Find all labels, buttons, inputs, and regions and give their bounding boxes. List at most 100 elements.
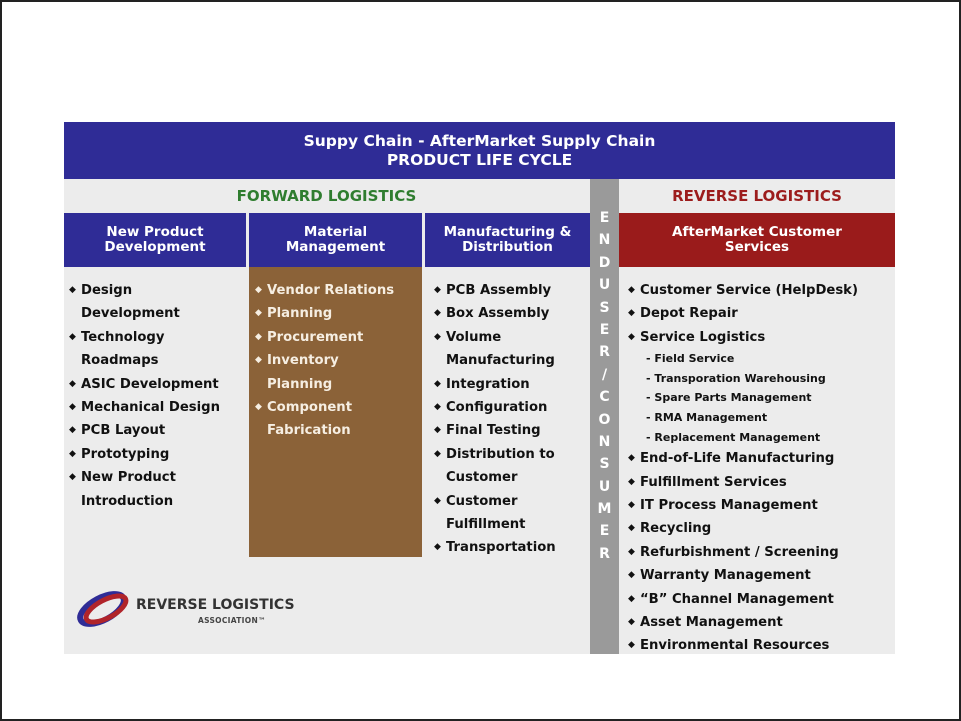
list-item-text: Procurement bbox=[267, 329, 364, 345]
list-item-text: Prototyping bbox=[81, 446, 170, 462]
list-item-text: Service Logistics bbox=[640, 329, 766, 345]
bullet-icon: ◆ bbox=[434, 308, 441, 319]
list-item-text: - Field Service bbox=[646, 352, 735, 366]
list-item: ◆ Vendor Relations bbox=[253, 279, 421, 302]
list-item-text: “B” Channel Management bbox=[640, 591, 834, 607]
bullet-icon: ◆ bbox=[69, 331, 76, 342]
list-item-text: - Spare Parts Management bbox=[646, 391, 812, 405]
bullet-icon: ◆ bbox=[255, 331, 262, 342]
end-user-letter: R bbox=[599, 344, 610, 361]
bullet-icon: ◆ bbox=[434, 285, 441, 295]
bullet-icon: ◆ bbox=[628, 308, 635, 319]
list-item: ◆Service Logistics bbox=[626, 326, 894, 349]
end-user-letter: U bbox=[598, 277, 611, 294]
bullet-icon: ◆ bbox=[69, 448, 76, 459]
bullet-icon: ◆ bbox=[628, 593, 635, 604]
end-user-letter: S bbox=[599, 456, 610, 473]
material-management-panel bbox=[249, 267, 422, 557]
list-sub-item: - Replacement Management bbox=[626, 428, 894, 448]
logo-swoosh-icon bbox=[77, 591, 129, 627]
list-item: Fabrication bbox=[253, 419, 421, 442]
diagram-title-line2: PRODUCT LIFE CYCLE bbox=[386, 150, 573, 169]
list-item: ◆ Technology bbox=[67, 326, 247, 349]
end-user-letter: N bbox=[598, 232, 611, 249]
logo-subtitle: ASSOCIATION™ bbox=[198, 616, 266, 625]
list-item: ◆ Final Testing bbox=[432, 419, 590, 442]
end-user-letters: E N D U S E R / C O N S U M E R bbox=[590, 207, 619, 565]
bullet-icon: ◆ bbox=[628, 617, 635, 628]
bullet-icon: ◆ bbox=[255, 285, 262, 295]
bullet-icon: ◆ bbox=[628, 500, 635, 510]
end-user-letter: E bbox=[599, 523, 610, 540]
bullet-icon: ◆ bbox=[434, 448, 441, 459]
bullet-icon: ◆ bbox=[255, 402, 262, 413]
column-header-line: Development bbox=[104, 239, 206, 255]
list-item-text: ASIC Development bbox=[81, 376, 219, 392]
list-sub-item: - Spare Parts Management bbox=[626, 388, 894, 408]
list-item: ◆ Customer Service (HelpDesk) bbox=[626, 279, 894, 302]
list-item-text: Roadmaps bbox=[81, 353, 159, 369]
list-item: ◆Inventory bbox=[253, 349, 421, 372]
list-item-text: Customer bbox=[446, 470, 518, 486]
list-item-text: Final Testing bbox=[446, 423, 541, 439]
column-header-new-product-development: New Product Development bbox=[64, 213, 246, 267]
column-header-line: Management bbox=[285, 239, 386, 255]
list-item-text: Customer Service (HelpDesk) bbox=[640, 283, 858, 298]
list-item-text: Fulfillment bbox=[446, 517, 526, 533]
column-header-aftermarket-customer-services: AfterMarket Customer Services bbox=[619, 213, 895, 267]
list-item: ◆ Prototyping bbox=[67, 443, 247, 466]
bullet-icon: ◆ bbox=[434, 378, 441, 389]
bullet-icon: ◆ bbox=[628, 523, 635, 534]
list-item-text: Mechanical Design bbox=[81, 400, 220, 416]
list-sub-item: - Field Service bbox=[626, 349, 894, 369]
list-item: ◆ PCB Assembly bbox=[432, 279, 590, 302]
column-header-line: Material bbox=[303, 224, 368, 240]
list-item-text: Transportation bbox=[446, 540, 556, 556]
end-user-letter: C bbox=[599, 389, 610, 406]
end-user-letter: E bbox=[599, 321, 610, 338]
bullet-icon: ◆ bbox=[628, 546, 635, 557]
bullet-icon: ◆ bbox=[69, 378, 76, 389]
list-item: ◆Planning bbox=[253, 302, 421, 325]
list-item: ◆Component bbox=[253, 396, 421, 419]
end-user-letter: S bbox=[599, 299, 610, 316]
list-sub-item: - Transporation Warehousing bbox=[626, 369, 894, 389]
list-item-text: Asset Management bbox=[640, 615, 783, 631]
list-item-text: IT Process Management bbox=[640, 498, 818, 513]
list-item-text: - Replacement Management bbox=[646, 430, 821, 444]
list-item-text: PCB Assembly bbox=[446, 283, 552, 298]
list-item: ◆Box Assembly bbox=[432, 302, 590, 325]
column-header-line: Services bbox=[724, 239, 790, 255]
list-item: ◆Configuration bbox=[432, 396, 590, 419]
list-item-text: Planning bbox=[267, 306, 333, 322]
bullet-icon: ◆ bbox=[434, 542, 441, 553]
end-user-letter: M bbox=[597, 501, 612, 518]
aftermarket-services-list: ◆ Customer Service (HelpDesk) ◆ Depot Repa… bbox=[626, 279, 894, 654]
list-item: ◆ Transportation bbox=[432, 536, 590, 559]
list-item: ◆ IT Process Management bbox=[626, 494, 894, 517]
end-user-letter: U bbox=[598, 478, 611, 495]
column-header-line: AfterMarket Customer bbox=[672, 224, 842, 240]
list-item-text: Warranty Management bbox=[640, 568, 811, 584]
list-item: ◆ Procurement bbox=[253, 326, 421, 349]
list-item: ◆ Asset Management bbox=[626, 611, 894, 634]
list-item-text: Environmental Resources bbox=[640, 638, 830, 654]
bullet-icon: ◆ bbox=[628, 476, 635, 487]
diagram-title: Suppy Chain - AfterMarket Supply Chain P… bbox=[64, 122, 895, 179]
bullet-icon: ◆ bbox=[628, 285, 635, 295]
list-item: ◆New Product bbox=[67, 466, 247, 489]
list-item-text: Configuration bbox=[446, 400, 548, 416]
column-header-line: Distribution bbox=[462, 239, 553, 255]
list-item-text: Vendor Relations bbox=[267, 283, 395, 298]
manufacturing-distribution-list: ◆PCB Assembly ◆Box Assembly ◆Volume Manu… bbox=[432, 279, 590, 560]
bullet-icon: ◆ bbox=[434, 425, 441, 436]
list-item-text: Technology bbox=[81, 329, 165, 345]
bullet-icon: ◆ bbox=[434, 331, 441, 342]
bullet-icon: ◆ bbox=[69, 425, 76, 436]
list-item-text: Depot Repair bbox=[640, 306, 738, 322]
list-item: ◆Warranty Management bbox=[626, 564, 894, 587]
list-item: ◆Integration bbox=[432, 373, 590, 396]
list-item: Development bbox=[67, 302, 247, 325]
list-item-text: Design bbox=[81, 283, 133, 298]
